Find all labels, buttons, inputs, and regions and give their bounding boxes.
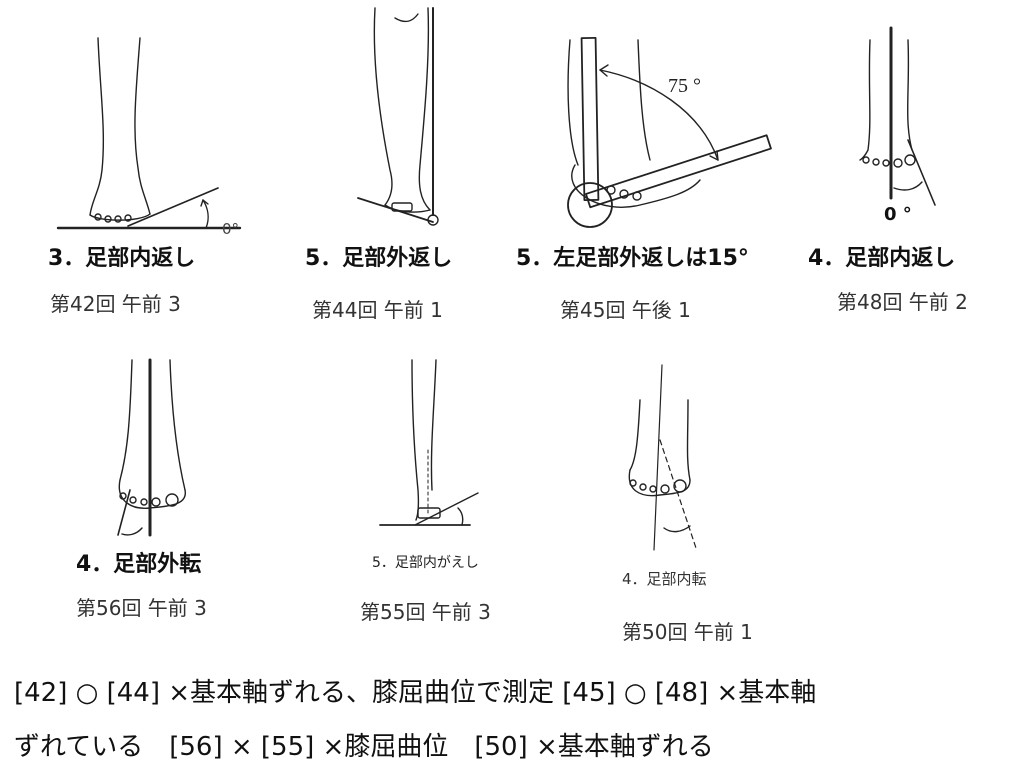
figure-5-caption: 4．足部外転 xyxy=(76,552,202,577)
figure-2-drawing xyxy=(357,7,439,226)
figure-5-drawing xyxy=(117,358,186,537)
figure-2-exam: 第44回 午前 1 xyxy=(312,298,443,322)
figure-7-caption: 4．足部内転 xyxy=(622,570,707,588)
figure-3-drawing xyxy=(567,36,772,228)
figure-4-exam: 第48回 午前 2 xyxy=(837,290,968,314)
figure-7-exam: 第50回 午前 1 xyxy=(622,620,753,644)
figure-5-exam: 第56回 午前 3 xyxy=(76,596,207,620)
figure-3-caption: 5．左足部外返しは15° xyxy=(516,246,749,271)
figure-7-drawing xyxy=(628,364,697,551)
figure-6-exam: 第55回 午前 3 xyxy=(360,600,491,624)
figure-6-drawing xyxy=(379,359,479,526)
figure-6-caption: 5．足部内がえし xyxy=(372,555,479,571)
figure-3-exam: 第45回 午後 1 xyxy=(560,298,691,322)
figure-1-exam: 第42回 午前 3 xyxy=(50,292,181,316)
figure-4-angle-label: 0 ° xyxy=(884,204,912,225)
figure-1-angle-label: 0° xyxy=(222,220,240,238)
figure-2-caption: 5．足部外返し xyxy=(305,246,453,271)
answer-note-line-1: [42] ○ [44] ×基本軸ずれる、膝屈曲位で測定 [45] ○ [48] … xyxy=(14,678,817,708)
answer-note-line-2: ずれている [56] × [55] ×膝屈曲位 [50] ×基本軸ずれる xyxy=(14,732,714,762)
figure-1-caption: 3．足部内返し xyxy=(48,246,196,271)
figure-1-drawing xyxy=(56,37,242,230)
figure-3-angle-label: 75 ° xyxy=(668,75,701,97)
figure-4-drawing xyxy=(859,26,936,206)
figure-4-caption: 4．足部内返し xyxy=(808,246,956,271)
